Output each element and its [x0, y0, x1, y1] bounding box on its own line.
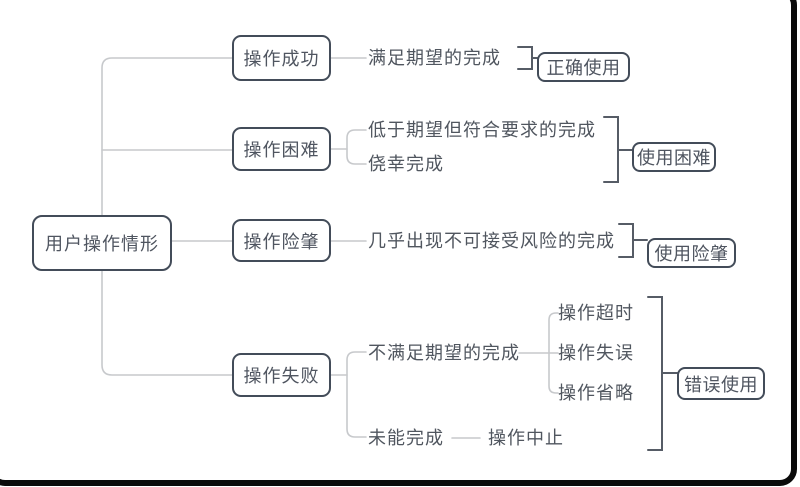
outcome-label-omission: 操作省略	[558, 383, 634, 403]
outcome-label-timeout: 操作超时	[558, 303, 634, 323]
result-label: 正确使用	[546, 58, 621, 78]
result-node-difficult-use: 使用困难	[632, 142, 716, 172]
root-node: 用户操作情形	[32, 215, 172, 271]
result-label: 使用险肇	[654, 244, 729, 264]
outcome-label-abort: 操作中止	[488, 428, 564, 448]
outcome-label-expected-completion: 满足期望的完成	[368, 48, 501, 68]
outcome-label-mistake: 操作失误	[558, 343, 634, 363]
branch-node-difficulty: 操作困难	[232, 127, 331, 171]
bracket-group	[517, 46, 678, 451]
outcome-label-unsatisfied-completion: 不满足期望的完成	[368, 343, 520, 363]
branch-label: 操作险肇	[243, 231, 320, 252]
result-node-correct-use: 正确使用	[537, 52, 630, 82]
result-node-near-miss-use: 使用险肇	[647, 238, 736, 268]
outcome-label-near-unacceptable-risk: 几乎出现不可接受风险的完成	[368, 231, 615, 251]
result-label: 错误使用	[684, 374, 758, 395]
branch-label: 操作失败	[243, 366, 320, 386]
branch-node-success: 操作成功	[232, 35, 331, 81]
branch-label: 操作困难	[243, 140, 320, 160]
outcome-label-below-expectation: 低于期望但符合要求的完成	[368, 120, 596, 140]
outcome-label-lucky-completion: 侥幸完成	[368, 154, 444, 174]
result-label: 使用困难	[637, 148, 711, 168]
branch-node-failure: 操作失败	[232, 353, 331, 397]
outcome-label-not-completed: 未能完成	[368, 428, 444, 448]
branch-label: 操作成功	[243, 49, 320, 69]
branch-node-near-miss: 操作险肇	[232, 219, 331, 262]
root-node-label: 用户操作情形	[45, 234, 159, 254]
result-node-erroneous-use: 错误使用	[677, 367, 765, 400]
